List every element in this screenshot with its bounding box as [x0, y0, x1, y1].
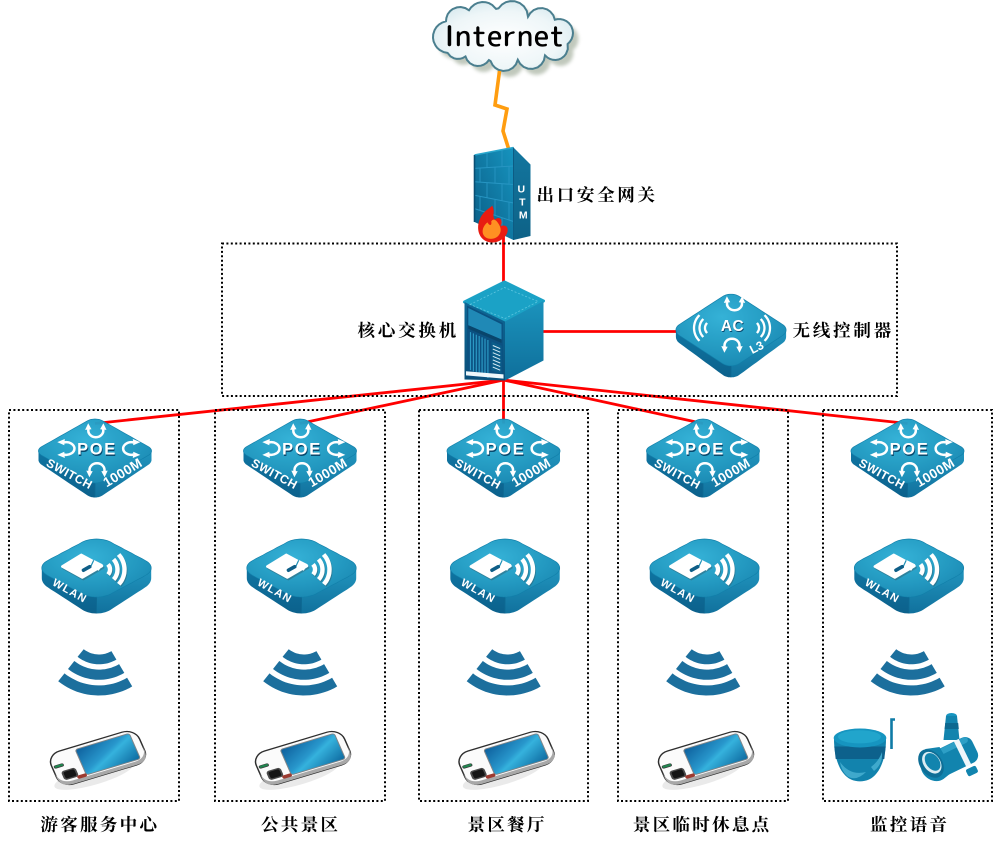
svg-text:T: T [519, 197, 526, 209]
svg-text:L3: L3 [747, 338, 766, 357]
svg-text:AC: AC [721, 318, 744, 335]
svg-text:U: U [518, 184, 526, 196]
svg-text:M: M [519, 210, 528, 222]
svg-text:AC: AC [722, 319, 745, 336]
